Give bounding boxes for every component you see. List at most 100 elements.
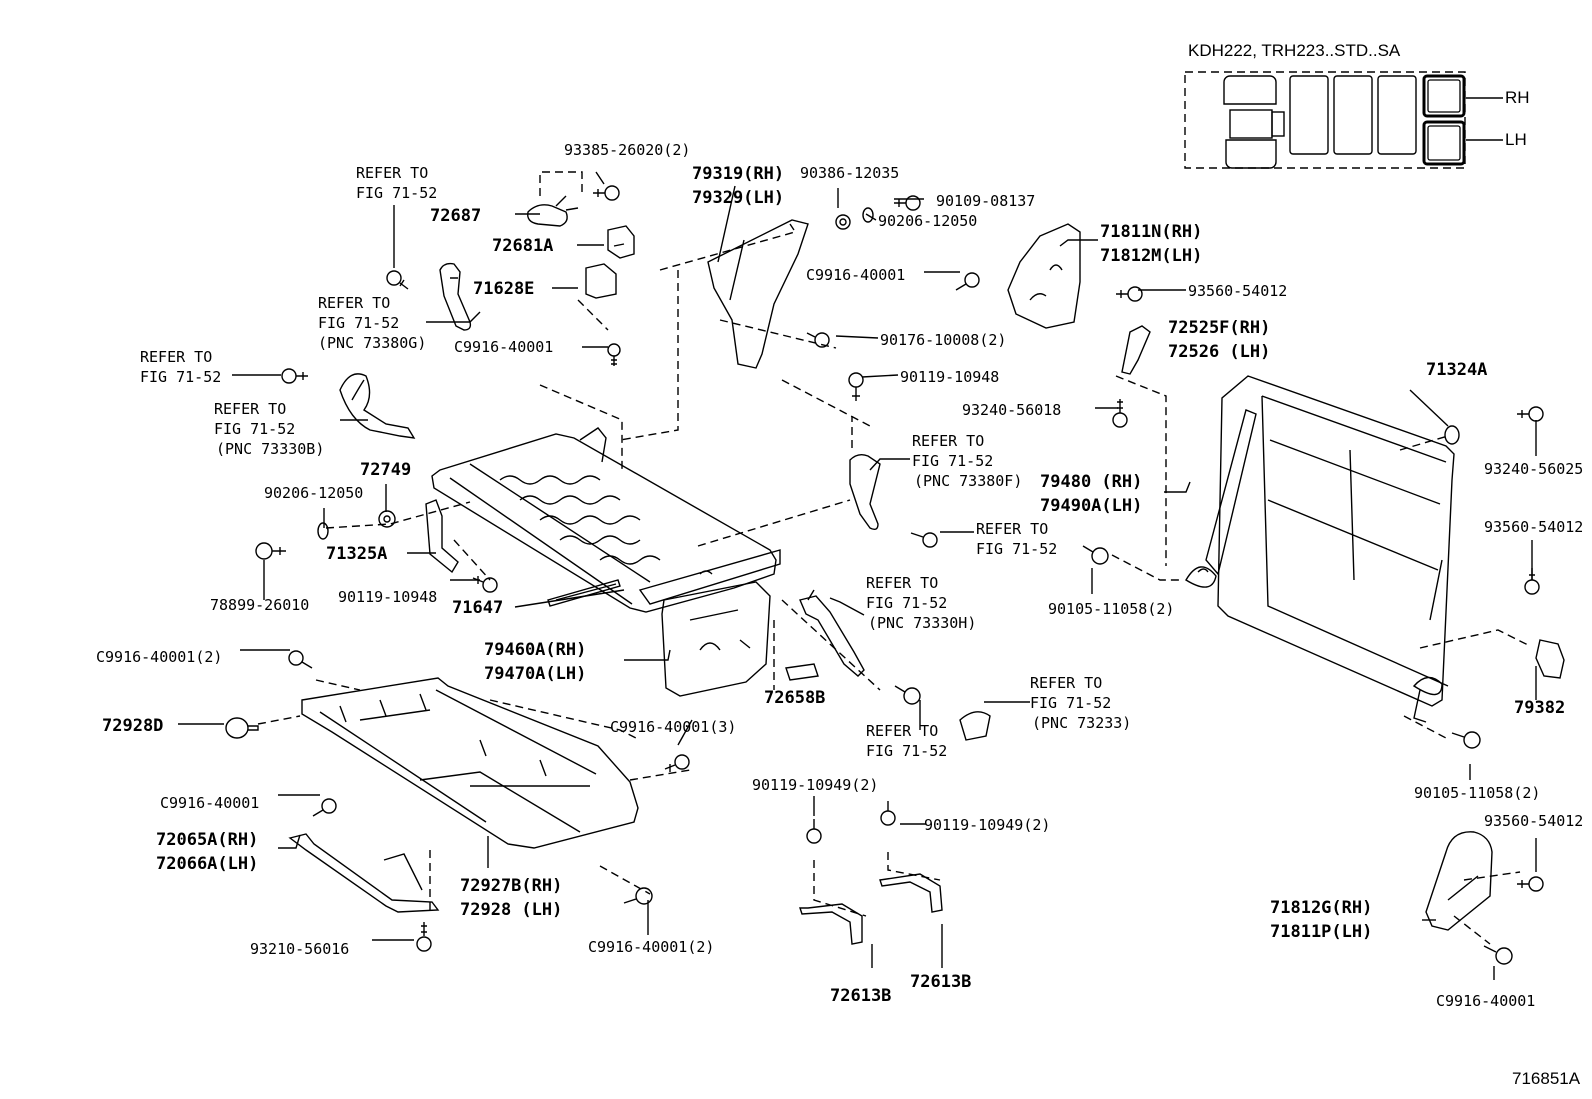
part-label-93210[interactable]: 93210-56016 [250, 940, 350, 958]
part-label-79470A[interactable]: 79470A(LH) [484, 664, 587, 684]
part-label-90109[interactable]: 90109-08137 [936, 192, 1036, 210]
part-label-72681A[interactable]: 72681A [492, 236, 554, 256]
part-label-90206-12050-a[interactable]: 90206-12050 [264, 484, 364, 502]
seat-cushion-springs [499, 475, 661, 565]
bolt-icon [664, 754, 690, 772]
part-label-71647[interactable]: 71647 [452, 598, 504, 618]
refer-to-label[interactable]: REFER TO [214, 400, 287, 418]
part-label-90386[interactable]: 90386-12035 [800, 164, 900, 182]
part-label-90119-10949-a[interactable]: 90119-10949(2) [752, 776, 879, 794]
part-label-90105-11058-b[interactable]: 90105-11058(2) [1414, 784, 1541, 802]
part-label-93560-54012-b[interactable]: 93560-54012 [1484, 518, 1584, 536]
bracket-part [879, 873, 943, 913]
refer-pnc-label[interactable]: (PNC 73233) [1032, 714, 1132, 732]
part-label-72526[interactable]: 72526 (LH) [1168, 342, 1271, 362]
part-label-c9916-40001-e[interactable]: C9916-40001(2) [588, 938, 715, 956]
part-label-72066A[interactable]: 72066A(LH) [156, 854, 259, 874]
part-label-79319[interactable]: 79319(RH) [692, 164, 785, 184]
part-label-71324A[interactable]: 71324A [1426, 360, 1488, 380]
bolt-icon [281, 368, 308, 384]
bolt-icon [910, 532, 938, 548]
refer-pnc-label[interactable]: (PNC 73330H) [868, 614, 977, 632]
small-cover-part [1535, 639, 1565, 679]
part-label-90176[interactable]: 90176-10008(2) [880, 331, 1007, 349]
refer-to-label[interactable]: REFER TO [356, 164, 429, 182]
refer-fig-label[interactable]: FIG 71-52 [976, 540, 1058, 558]
part-label-72613B-b[interactable]: 72613B [910, 972, 972, 992]
small-cover-part [1121, 325, 1151, 375]
pad-part [785, 663, 819, 681]
refer-to-label[interactable]: REFER TO [912, 432, 985, 450]
part-label-72613B-a[interactable]: 72613B [830, 986, 892, 1006]
part-label-72928D[interactable]: 72928D [102, 716, 164, 736]
refer-to-label[interactable]: REFER TO [1030, 674, 1103, 692]
part-label-93240-56025[interactable]: 93240-56025 [1484, 460, 1584, 478]
part-label-71812M[interactable]: 71812M(LH) [1100, 246, 1203, 266]
part-label-71325A[interactable]: 71325A [326, 544, 388, 564]
refer-fig-label[interactable]: FIG 71-52 [1030, 694, 1112, 712]
part-label-93560-54012-c[interactable]: 93560-54012 [1484, 812, 1584, 830]
part-label-72927B[interactable]: 72927B(RH) [460, 876, 563, 896]
seat-back-panel-lines [1267, 439, 1441, 581]
part-label-72687[interactable]: 72687 [430, 206, 482, 226]
refer-to-label[interactable]: REFER TO [318, 294, 391, 312]
bolt-icon [1517, 876, 1544, 892]
part-label-71811P[interactable]: 71811P(LH) [1270, 922, 1373, 942]
refer-pnc-label[interactable]: (PNC 73380F) [914, 472, 1023, 490]
screw-icon [1524, 568, 1540, 595]
part-label-93240-56018[interactable]: 93240-56018 [962, 401, 1062, 419]
highlighted-seat [1422, 74, 1466, 166]
part-label-72065A[interactable]: 72065A(RH) [156, 830, 259, 850]
part-label-93560-54012-a[interactable]: 93560-54012 [1188, 282, 1288, 300]
part-label-79382[interactable]: 79382 [1514, 698, 1566, 718]
dashed-alignment-lines [257, 171, 1531, 945]
part-label-c9916-40001-a[interactable]: C9916-40001 [454, 338, 554, 356]
refer-fig-label[interactable]: FIG 71-52 [214, 420, 296, 438]
part-label-79460A[interactable]: 79460A(RH) [484, 640, 587, 660]
refer-pnc-label[interactable]: (PNC 73380G) [318, 334, 427, 352]
strap-part [288, 833, 440, 913]
part-label-90119-10949-b[interactable]: 90119-10949(2) [924, 816, 1051, 834]
nut-icon [378, 510, 396, 528]
refer-fig-label[interactable]: FIG 71-52 [318, 314, 400, 332]
seat-cushion-crossbar [638, 549, 781, 605]
fasteners [225, 185, 1544, 965]
part-label-79490A[interactable]: 79490A(LH) [1040, 496, 1143, 516]
part-label-79480[interactable]: 79480 (RH) [1040, 472, 1143, 492]
part-label-72525F[interactable]: 72525F(RH) [1168, 318, 1271, 338]
bolt-icon [255, 542, 286, 560]
part-label-79329[interactable]: 79329(LH) [692, 188, 785, 208]
screw-icon [416, 922, 432, 952]
part-label-71811N[interactable]: 71811N(RH) [1100, 222, 1203, 242]
part-label-72658B[interactable]: 72658B [764, 688, 826, 708]
part-label-72749[interactable]: 72749 [360, 460, 412, 480]
part-label-90206-12050-b[interactable]: 90206-12050 [878, 212, 978, 230]
part-label-c9916-40001-f[interactable]: C9916-40001 [806, 266, 906, 284]
refer-pnc-label[interactable]: (PNC 73330B) [216, 440, 325, 458]
part-label-71628E[interactable]: 71628E [473, 279, 535, 299]
part-label-90105-11058-a[interactable]: 90105-11058(2) [1048, 600, 1175, 618]
under-tray-part [301, 677, 639, 849]
refer-fig-label[interactable]: FIG 71-52 [356, 184, 438, 202]
refer-fig-label[interactable]: FIG 71-52 [866, 742, 948, 760]
refer-to-label[interactable]: REFER TO [976, 520, 1049, 538]
refer-fig-label[interactable]: FIG 71-52 [140, 368, 222, 386]
trim-strip-part [547, 579, 621, 607]
part-label-78899[interactable]: 78899-26010 [210, 596, 310, 614]
bolt-icon [1451, 731, 1481, 749]
part-label-93385[interactable]: 93385-26020(2) [564, 141, 691, 159]
part-label-c9916-40001-d[interactable]: C9916-40001 [160, 794, 260, 812]
part-label-c9916-40001-c[interactable]: C9916-40001(3) [610, 718, 737, 736]
refer-to-label[interactable]: REFER TO [866, 722, 939, 740]
part-label-90119-10948-b[interactable]: 90119-10948 [900, 368, 1000, 386]
refer-to-label[interactable]: REFER TO [866, 574, 939, 592]
part-label-71812G[interactable]: 71812G(RH) [1270, 898, 1373, 918]
refer-fig-label[interactable]: FIG 71-52 [912, 452, 994, 470]
part-label-72928[interactable]: 72928 (LH) [460, 900, 563, 920]
part-label-c9916-40001-b[interactable]: C9916-40001(2) [96, 648, 223, 666]
part-label-c9916-40001-g[interactable]: C9916-40001 [1436, 992, 1536, 1010]
part-label-90119-10948-a[interactable]: 90119-10948 [338, 588, 438, 606]
refer-fig-label[interactable]: FIG 71-52 [866, 594, 948, 612]
refer-to-label[interactable]: REFER TO [140, 348, 213, 366]
